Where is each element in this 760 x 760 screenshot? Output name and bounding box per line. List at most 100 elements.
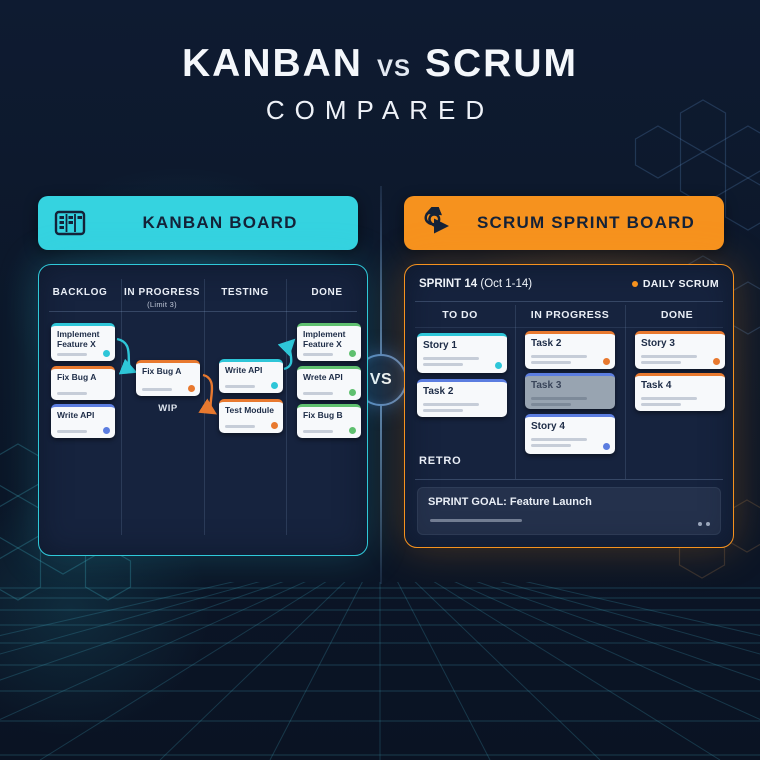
scrum-header-label: SCRUM SPRINT BOARD [476,213,696,232]
sprint-number: SPRINT 14 [419,278,478,290]
placeholder-line [142,388,172,391]
scrum-column-divider [515,305,516,479]
scrum-card-blocked[interactable]: Task 3 [525,373,615,409]
sprint-goal-text: SPRINT GOAL: Feature Launch [428,496,592,508]
status-dot [713,358,720,365]
kanban-board: BACKLOG IN PROGRESS (Limit 3) TESTING DO… [38,264,368,556]
card-title: Implement Feature X [57,329,100,349]
placeholder-line [423,356,479,360]
placeholder-line [303,392,333,395]
card-title: Write API [225,365,263,375]
card-title: Write API [57,410,95,420]
retro-label: RETRO [419,455,462,467]
retro-divider [415,479,723,480]
wip-limit-label: (Limit 3) [147,300,177,309]
daily-scrum-label: DAILY SCRUM [642,278,719,290]
kanban-column-divider [204,279,205,535]
scrum-header: SCRUM SPRINT BOARD [404,196,724,250]
status-dot [271,382,278,389]
placeholder-line [225,385,255,388]
placeholder-line [430,519,522,522]
card-title: Wrete API [303,372,343,382]
placeholder-line [423,362,463,366]
placeholder-line [57,430,87,433]
status-dot [188,385,195,392]
placeholder-line [531,437,587,441]
kanban-column-header-done: DONE [311,287,343,298]
wip-tag: WIP [158,403,178,414]
kanban-card[interactable]: Test Module [219,399,283,433]
placeholder-line [531,402,571,406]
placeholder-line [641,396,697,400]
arrow-backlog-to-inprogress [116,337,138,375]
status-dot [349,350,356,357]
page-title: KANBAN vs SCRUM COMPARED [0,42,760,126]
kanban-card[interactable]: Write API [219,359,283,393]
scrum-card[interactable]: Story 4 [525,414,615,454]
placeholder-line [303,353,333,356]
kanban-card[interactable]: Fix Bug B [297,404,361,438]
scrum-card[interactable]: Story 3 [635,331,725,369]
status-dot [103,350,110,357]
kanban-column-divider [121,279,122,535]
placeholder-line [225,425,255,428]
placeholder-line [641,360,681,364]
kanban-column-divider [286,279,287,535]
scrum-column-divider [625,305,626,479]
scrum-card[interactable]: Story 1 [417,333,507,373]
goal-dots-icon [698,522,710,526]
kanban-column-header-inprogress: IN PROGRESS (Limit 3) [121,287,203,309]
kanban-card[interactable]: Write API [51,404,115,438]
card-title: Task 4 [641,380,672,391]
scrum-column-header-todo: TO DO [442,309,478,321]
card-title: Implement Feature X [303,329,346,349]
placeholder-line [57,353,87,356]
placeholder-line [531,354,587,358]
sprint-dates: (Oct 1-14) [480,278,533,290]
kanban-column-header-backlog: BACKLOG [52,287,108,298]
sprint-cycle-icon [418,206,454,240]
placeholder-line [641,402,681,406]
title-vs: vs [376,55,411,82]
card-title: Task 3 [531,380,562,391]
kanban-header-divider [49,311,357,312]
scrum-column-header-done: DONE [660,309,694,321]
card-title: Fix Bug A [142,366,182,376]
placeholder-line [423,408,463,412]
status-dot [495,362,502,369]
placeholder-line [531,360,571,364]
card-title: Task 2 [423,386,454,397]
sprint-label: SPRINT 14 (Oct 1-14) [419,278,532,290]
card-title: Story 3 [641,338,675,349]
scrum-card[interactable]: Task 2 [525,331,615,369]
scrum-header-divider [415,301,723,302]
status-dot [349,389,356,396]
kanban-card[interactable]: Wrete API [297,366,361,400]
sprint-goal-box: SPRINT GOAL: Feature Launch [417,487,721,535]
kanban-column-header-testing: TESTING [221,287,269,298]
kanban-board-icon [52,206,88,240]
kanban-header-label: KANBAN BOARD [142,213,298,232]
kanban-card[interactable]: Implement Feature X [51,323,115,361]
daily-scrum-dot-icon [631,281,638,287]
scrum-card[interactable]: Task 4 [635,373,725,411]
placeholder-line [423,402,479,406]
placeholder-line [531,443,571,447]
card-title: Fix Bug B [303,410,343,420]
scrum-subheader-divider [415,327,723,328]
card-title: Story 1 [423,340,457,351]
scrum-card[interactable]: Task 2 [417,379,507,417]
placeholder-line [303,430,333,433]
status-dot [603,358,610,365]
status-dot [603,443,610,450]
kanban-card[interactable]: Fix Bug A [136,360,200,396]
vs-badge-label: VS [369,371,393,388]
card-title: Task 2 [531,338,562,349]
kanban-card[interactable]: Fix Bug A [51,366,115,400]
kanban-card[interactable]: Implement Feature X [297,323,361,361]
placeholder-line [531,396,587,400]
scrum-sprint-board: SPRINT 14 (Oct 1-14) DAILY SCRUM TO DO I… [404,264,734,548]
kanban-header: KANBAN BOARD [38,196,358,250]
grid-floor [0,582,760,760]
